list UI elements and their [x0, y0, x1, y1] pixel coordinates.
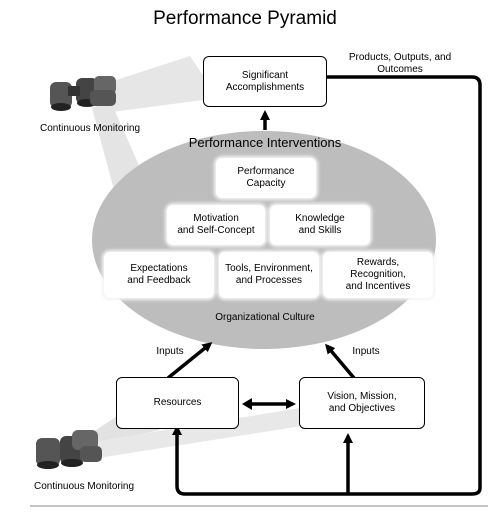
- performance-interventions-heading: Performance Interventions: [188, 135, 342, 150]
- diagram-title: Performance Pyramid: [153, 8, 337, 29]
- vision-mission-box: Vision, Mission, and Objectives: [299, 377, 425, 429]
- monitoring-beam-top: [104, 56, 218, 112]
- motivation-box: Motivation and Self-Concept: [167, 205, 265, 245]
- performance-capacity-box: Performance Capacity: [216, 158, 316, 198]
- knowledge-skills-box: Knowledge and Skills: [270, 205, 370, 245]
- resources-box: Resources: [116, 377, 239, 429]
- feedback-loop-line: [175, 75, 482, 496]
- monitoring-beam-bottom-long: [86, 408, 308, 460]
- inputs-right-label: Inputs: [352, 346, 380, 357]
- inputs-arrow-right: [325, 343, 356, 380]
- binoculars-bottom-icon: [36, 430, 102, 469]
- significant-accomplishments-box: Significant Accomplishments: [203, 56, 327, 107]
- inputs-left-label: Inputs: [156, 346, 184, 357]
- continuous-monitoring-bottom-label: Continuous Monitoring: [34, 481, 135, 492]
- binoculars-top-icon: [50, 76, 116, 111]
- products-outputs-label: Products, Outputs, and Outcomes: [348, 52, 452, 75]
- expectations-feedback-box: Expectations and Feedback: [104, 252, 214, 298]
- rewards-recognition-box: Rewards, Recognition, and Incentives: [323, 252, 433, 298]
- inputs-arrow-left: [166, 342, 213, 380]
- tools-environment-box: Tools, Environment, and Processes: [219, 252, 319, 298]
- organizational-culture-label: Organizational Culture: [215, 312, 315, 323]
- continuous-monitoring-top-label: Continuous Monitoring: [40, 123, 141, 134]
